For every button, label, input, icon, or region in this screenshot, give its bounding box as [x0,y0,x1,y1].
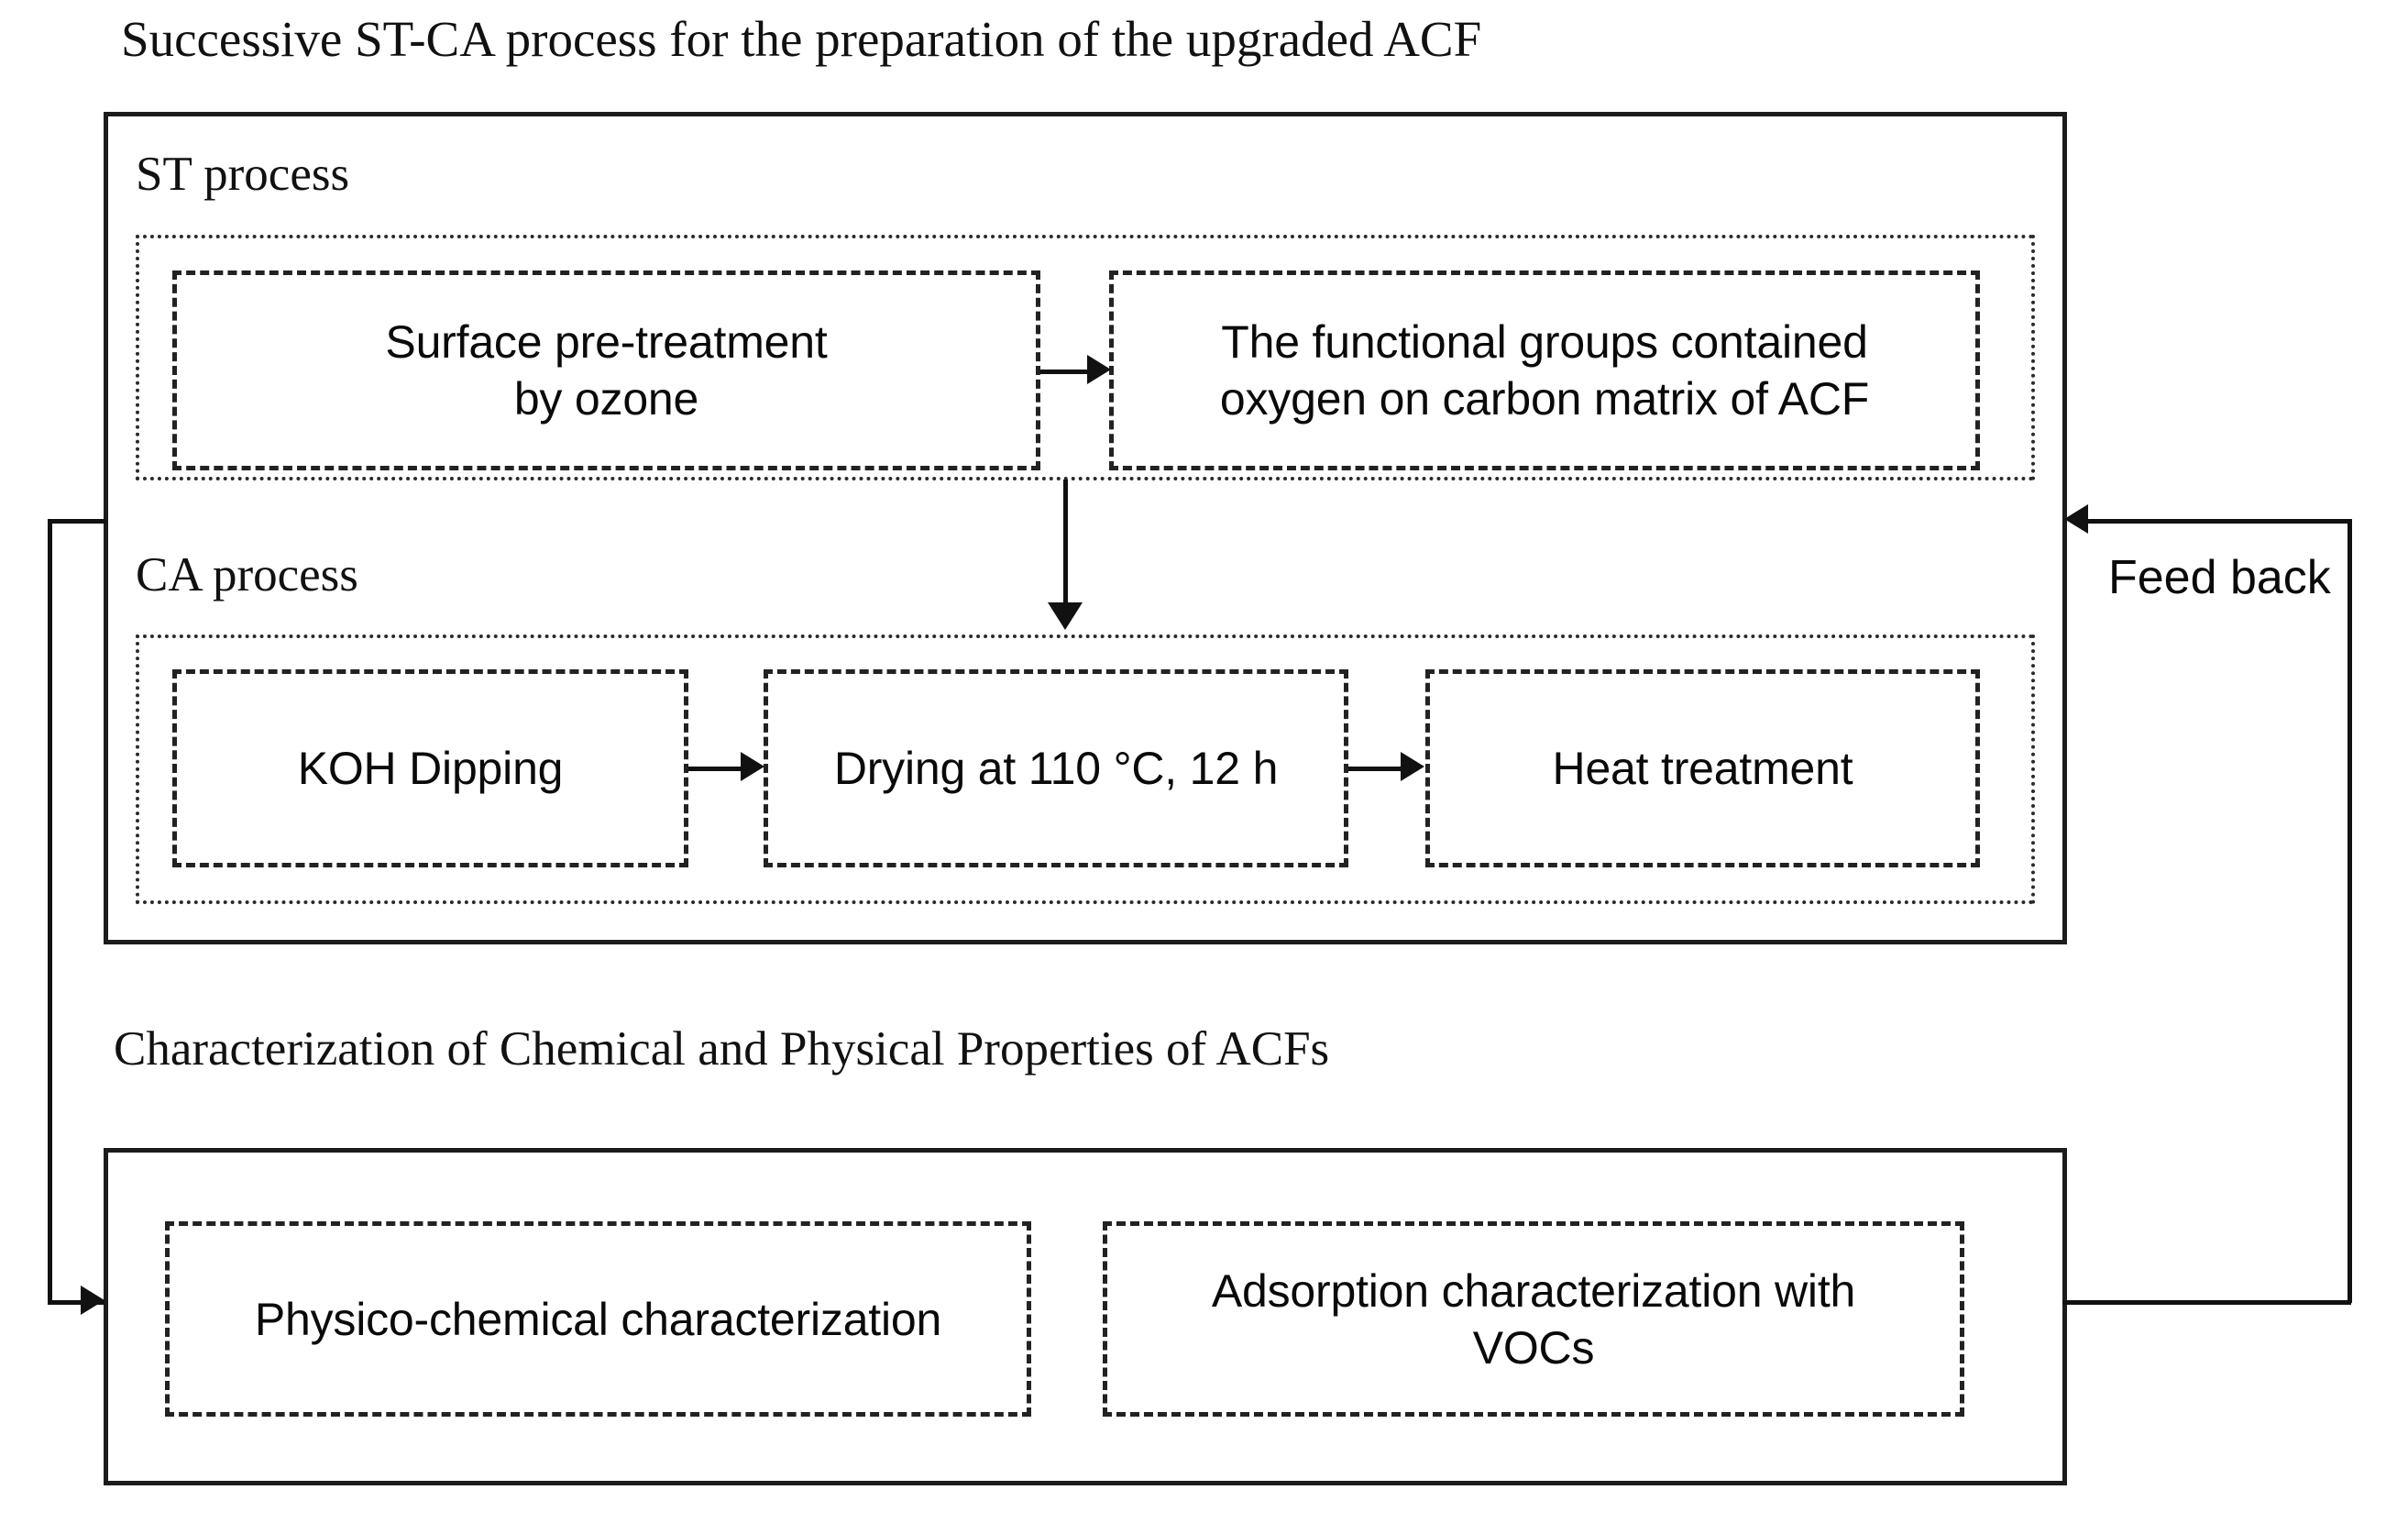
feedback-right-bottom-segment [2062,1300,2351,1305]
connector-ozone-to-functional-groups [1040,370,1095,374]
feedback-right-top-segment [2088,519,2352,524]
feedback-left-bottom-segment [48,1300,104,1305]
st-process-caption: ST process [136,148,350,201]
ca-process-caption: CA process [136,548,358,601]
feedback-right-vertical-segment [2348,519,2352,1303]
feedback-label: Feed back [2108,551,2331,604]
arrow-right-icon [1087,355,1111,384]
node-drying-label: Drying at 110 °C, 12 h [833,743,1279,794]
ca-process-group [136,635,2035,904]
node-koh-dipping[interactable]: KOH Dipping [172,669,688,867]
diagram-title: Successive ST-CA process for the prepara… [121,11,1482,67]
connector-koh-to-drying [688,767,745,771]
feedback-left-top-segment [48,519,106,524]
arrow-right-icon [1401,752,1424,781]
feedback-left-vertical-segment [48,519,52,1303]
node-drying[interactable]: Drying at 110 °C, 12 h [764,669,1348,867]
node-koh-dipping-label: KOH Dipping [297,743,564,794]
node-heat-treatment-label: Heat treatment [1552,743,1853,794]
node-physico-chemical-characterization-label: Physico-chemical characterization [254,1293,942,1345]
node-physico-chemical-characterization[interactable]: Physico-chemical characterization [165,1221,1031,1417]
connector-st-to-ca [1063,480,1068,606]
arrow-right-icon [81,1286,104,1315]
arrow-left-icon [2064,504,2088,534]
arrow-right-icon [741,752,764,781]
connector-drying-to-heat-treatment [1348,767,1405,771]
characterization-caption: Characterization of Chemical and Physica… [114,1022,1330,1076]
node-heat-treatment[interactable]: Heat treatment [1425,669,1980,867]
st-process-group [136,235,2035,480]
arrow-down-icon [1048,602,1083,630]
